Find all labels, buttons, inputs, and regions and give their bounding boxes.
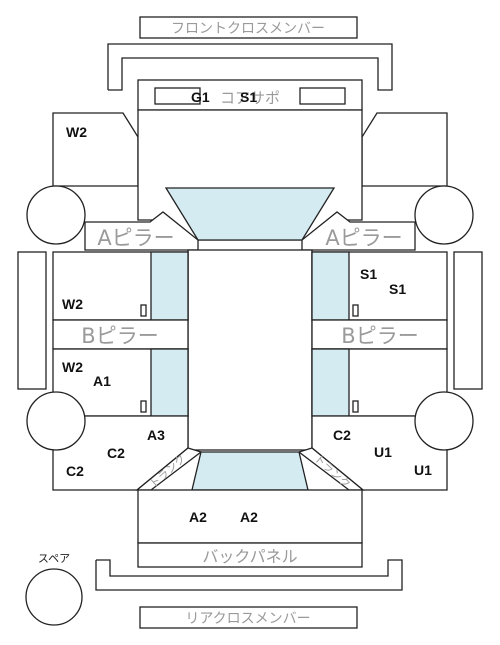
roof-panel [187,249,313,451]
front-door-window-right [311,251,350,321]
b-pillar-right-box [311,319,448,350]
zone-pillar-c-right: C2 [333,427,351,443]
front-bumper-bracket [107,43,393,91]
front-door-window-left [150,251,189,321]
rear-cross-member-label: リアクロスメンバー [185,611,310,627]
front-cross-member-label: フロントクロスメンバー [171,21,325,37]
zone-pillar-c-left: A3 [147,427,165,443]
spare-tire [25,568,83,626]
b-pillar-left-label: Bピラー [81,324,158,348]
zone-trunk-a2-right: A2 [240,509,258,525]
zone-front-door-right-b: S1 [389,281,406,297]
wheel-front-left [26,185,86,245]
rear-bumper-bracket [95,559,403,591]
zone-quarter-left-c2-low: C2 [66,463,84,479]
zone-trunk-a2-left: A2 [189,509,207,525]
core-support-right-slot [299,87,346,105]
front-door-handle-left [140,304,147,317]
zone-front-door-left: W2 [62,296,83,312]
wheel-rear-right [414,391,474,451]
zone-quarter-right-u1-low: U1 [414,462,432,478]
core-support-left-slot [154,87,201,105]
zone-front-door-right-a: S1 [360,266,377,282]
zone-rear-door-left-a: A1 [93,373,111,389]
rear-door-handle-right [352,400,359,413]
windshield-glass [164,187,336,241]
zone-front-left: W2 [66,124,87,140]
b-pillar-right-label: Bピラー [341,324,418,348]
rear-door-handle-left [140,400,147,413]
rear-door-window-right [311,348,350,417]
zone-rear-door-left-w: W2 [62,359,83,375]
zone-quarter-right-u1: U1 [374,444,392,460]
trunk-lid [137,489,363,544]
back-panel-box [137,542,363,568]
spare-tire-label: スペア [38,552,70,565]
rear-cross-member-box [139,606,358,629]
rear-window-glass [191,451,309,491]
front-cross-member-box [139,16,358,39]
fender-right [361,112,448,187]
zone-core-s1: S1 [240,89,257,105]
front-door-handle-right [352,304,359,317]
zone-core-g1: G1 [191,89,210,105]
rear-door-window-left [150,348,189,417]
back-panel-label: バックパネル [202,547,297,566]
core-support-label: コアサポ [220,89,280,107]
side-sill-left [17,251,47,390]
side-sill-right [453,251,483,390]
wheel-front-right [414,185,474,245]
wheel-rear-left [26,391,86,451]
a-pillar-right-label: Aピラー [325,226,402,250]
zone-quarter-left-c2: C2 [107,445,125,461]
a-pillar-left-label: Aピラー [97,226,174,250]
